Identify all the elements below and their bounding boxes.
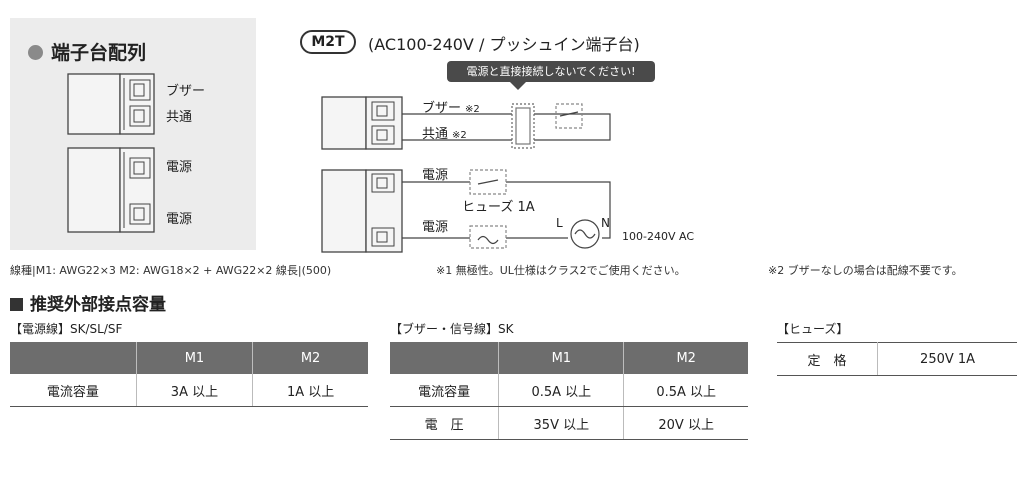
header-cell: M2 [252,342,368,374]
terminal-block-drawing [67,73,155,233]
model-description: (AC100-240V / プッシュイン端子台) [368,35,640,54]
note-2: ※2 ブザーなしの場合は配線不要です。 [768,264,963,277]
table-row: 電 圧 35V 以上 20V 以上 [390,406,748,440]
table-cell: 電流容量 [390,374,499,407]
line-terminal-L: L [556,216,563,230]
table-cell: 電 圧 [390,406,499,440]
warning-callout: 電源と直接接続しないでください! [447,61,655,82]
fuse-label: ヒューズ 1A [462,200,535,215]
table-cell: 0.5A 以上 [498,374,624,407]
table-cell: 1A 以上 [252,374,368,407]
square-bullet-icon [10,298,23,311]
wire-label-power-2: 電源 [422,220,449,235]
header-cell: M1 [498,342,624,374]
header-cell [10,342,137,374]
wiring-diagram [321,96,611,253]
fuse-table-label: 【ヒューズ】 [777,322,849,336]
wire-label-buzzer: ブザー※2 [422,101,480,116]
wire-label-common: 共通※2 [422,127,467,142]
table-cell: 20V 以上 [623,406,748,440]
power-line-label: 【電源線】SK/SL/SF [10,322,123,336]
table-row: 電流容量 3A 以上 1A 以上 [10,374,368,407]
note-1: ※1 無極性。UL仕様はクラス2でご使用ください。 [436,264,686,277]
table-header-row: M1 M2 [390,342,748,374]
panel-label-common: 共通 [166,110,193,125]
table-cell: 3A 以上 [135,374,253,407]
terminal-layout-panel: 端子台配列 ブザー 共通 電源 電源 [10,18,256,250]
panel-label-buzzer: ブザー [166,84,206,99]
buzzer-line-label: 【ブザー・信号線】SK [390,322,514,336]
panel-title: 端子台配列 [28,38,146,65]
table-cell: 定 格 [777,342,878,376]
table-row: 定 格 250V 1A [777,342,1017,376]
supply-voltage-label: 100-240V AC [622,230,694,243]
fuse-table: 定 格 250V 1A [777,342,1017,376]
neutral-terminal-N: N [601,216,610,230]
bullet-dot-icon [28,45,43,60]
panel-label-power-1: 電源 [166,160,193,175]
recommended-capacity-heading: 推奨外部接点容量 [10,290,166,315]
table-cell: 250V 1A [877,342,1017,376]
power-line-table: M1 M2 電流容量 3A 以上 1A 以上 [10,342,368,407]
warning-callout-pointer [510,82,526,90]
header-cell [390,342,499,374]
table-cell: 35V 以上 [498,406,624,440]
table-cell: 電流容量 [10,374,137,407]
model-badge: M2T [300,30,356,54]
panel-label-power-2: 電源 [166,212,193,227]
header-cell: M2 [623,342,748,374]
wire-label-power-1: 電源 [422,168,449,183]
table-row: 電流容量 0.5A 以上 0.5A 以上 [390,374,748,407]
table-header-row: M1 M2 [10,342,368,374]
wire-spec-note: 線種|M1: AWG22×3 M2: AWG18×2 + AWG22×2 線長|… [10,264,332,277]
header-cell: M1 [135,342,253,374]
table-cell: 0.5A 以上 [623,374,748,407]
buzzer-line-table: M1 M2 電流容量 0.5A 以上 0.5A 以上 電 圧 35V 以上 20… [390,342,748,440]
